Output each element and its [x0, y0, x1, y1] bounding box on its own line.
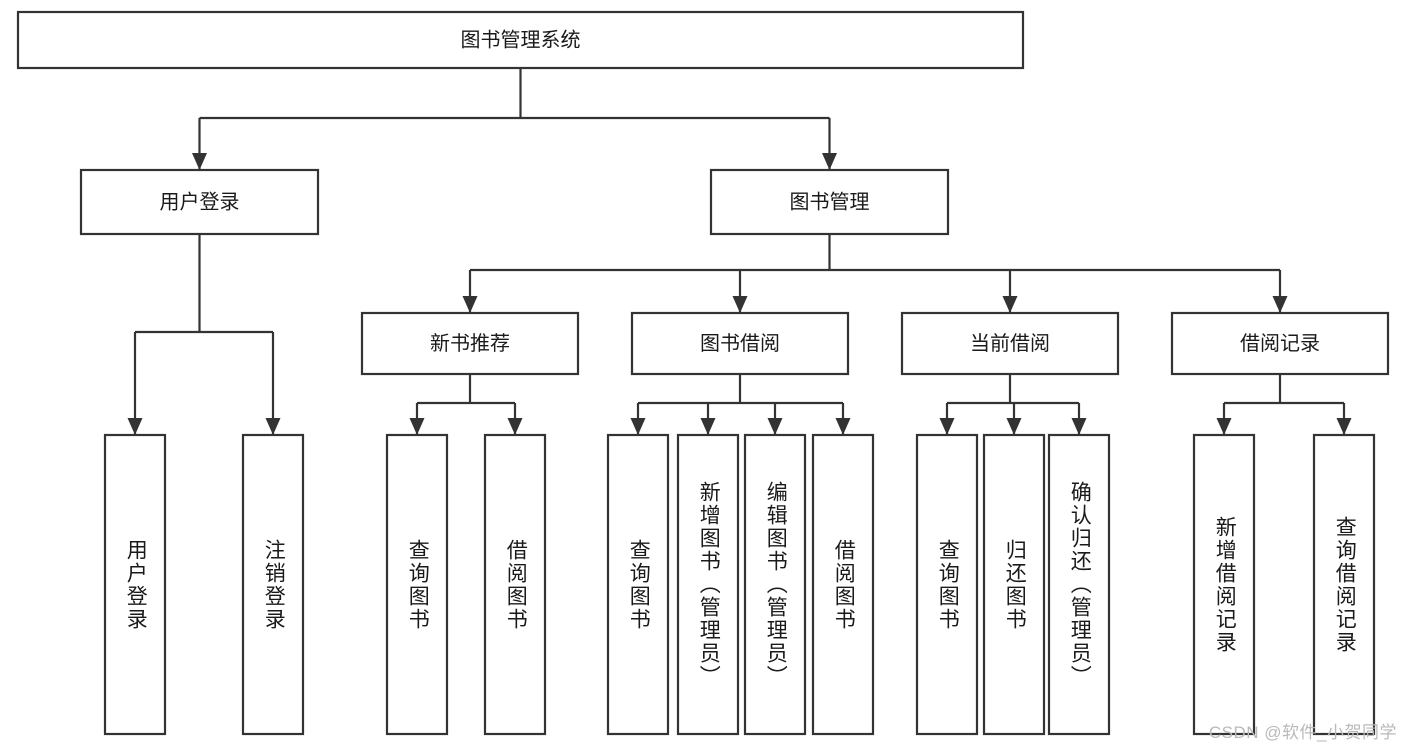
node-box-leaf-return-book[interactable] — [982, 433, 1046, 736]
arrow-head-icon — [822, 153, 837, 170]
node-box-leaf-query-record[interactable] — [1312, 433, 1376, 736]
node-box-book-manage[interactable] — [709, 168, 950, 236]
node-box-leaf-add-record[interactable] — [1192, 433, 1256, 736]
arrow-head-icon — [630, 418, 646, 435]
node-box-leaf-edit-book[interactable] — [743, 433, 807, 736]
arrow-head-icon — [700, 418, 716, 435]
connectors-layer — [127, 68, 1352, 435]
node-label-borrow-record: 借阅记录 — [1240, 332, 1320, 355]
node-box-leaf-query-book-3[interactable] — [915, 433, 979, 736]
node-label-book-manage: 图书管理 — [790, 190, 870, 213]
node-box-leaf-borrow-book-2[interactable] — [811, 433, 875, 736]
arrow-head-icon — [192, 153, 207, 170]
arrow-head-icon — [507, 418, 523, 435]
csdn-watermark: CSDN @软件_小贺同学 — [1208, 723, 1397, 742]
arrow-head-icon — [835, 418, 851, 435]
node-box-leaf-query-book-2[interactable] — [606, 433, 670, 736]
arrow-head-icon — [1002, 296, 1018, 313]
node-box-user-login[interactable] — [79, 168, 320, 236]
node-label-book-borrow: 图书借阅 — [700, 332, 780, 355]
arrow-head-icon — [767, 418, 783, 435]
node-box-leaf-borrow-book-1[interactable] — [483, 433, 547, 736]
node-label-root: 图书管理系统 — [461, 28, 581, 51]
arrow-head-icon — [409, 418, 425, 435]
arrow-head-icon — [939, 418, 955, 435]
arrow-head-icon — [127, 418, 143, 435]
arrow-head-icon — [1006, 418, 1022, 435]
node-box-leaf-query-book-1[interactable] — [385, 433, 449, 736]
arrow-head-icon — [1071, 418, 1087, 435]
arrow-head-icon — [1272, 296, 1288, 313]
boxes-layer — [16, 10, 1390, 736]
node-box-leaf-confirm-return[interactable] — [1047, 433, 1111, 736]
node-label-new-book-recommend: 新书推荐 — [430, 332, 510, 355]
node-box-new-book-recommend[interactable] — [360, 311, 580, 376]
arrow-head-icon — [1336, 418, 1352, 435]
node-box-root[interactable] — [16, 10, 1025, 70]
node-label-user-login: 用户登录 — [160, 190, 240, 213]
node-box-borrow-record[interactable] — [1170, 311, 1390, 376]
arrow-head-icon — [1216, 418, 1232, 435]
node-box-current-borrow[interactable] — [900, 311, 1120, 376]
node-box-leaf-add-book[interactable] — [676, 433, 740, 736]
node-box-leaf-user-login[interactable] — [103, 433, 167, 736]
node-box-book-borrow[interactable] — [630, 311, 850, 376]
arrow-head-icon — [265, 418, 281, 435]
arrow-head-icon — [732, 296, 748, 313]
node-label-current-borrow: 当前借阅 — [970, 332, 1050, 355]
arrow-head-icon — [462, 296, 478, 313]
node-box-leaf-logout[interactable] — [241, 433, 305, 736]
